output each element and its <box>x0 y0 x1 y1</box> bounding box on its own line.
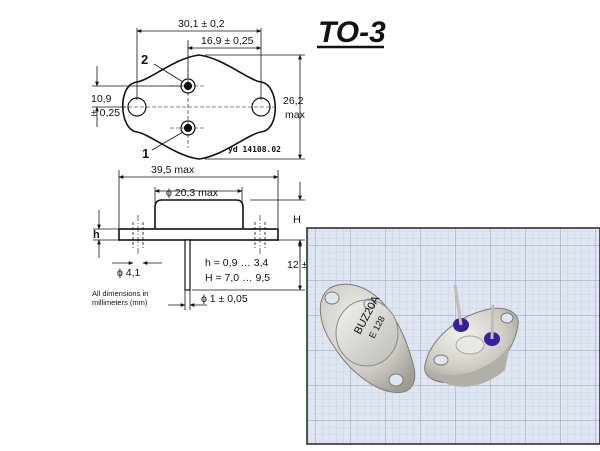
dim-text-height-2: max <box>285 109 306 121</box>
dim-text-hole-pitch: 30,1 ± 0,2 <box>178 18 225 30</box>
pin2-label: 2 <box>141 52 148 67</box>
drawing-code: yd 14108.02 <box>228 145 281 154</box>
back-cap-side <box>432 345 510 387</box>
transistor-front: BUZ20A E 128 <box>319 283 416 394</box>
photo-frame <box>306 227 600 445</box>
label-H: H <box>293 214 301 226</box>
dim-text-h-range: h = 0,9 … 3,4 <box>205 257 268 269</box>
dim-text-hole: ϕ 4,1 <box>117 267 141 279</box>
lead-side <box>184 239 191 291</box>
dim-text-cap-diameter: ϕ 20,3 max <box>166 187 219 199</box>
back-pin-1 <box>453 284 463 326</box>
back-pin-2 <box>490 304 495 340</box>
leader-pin2 <box>153 63 184 83</box>
dim-text-height-1: 26,2 <box>283 95 304 107</box>
dim-text-length: 39,5 max <box>151 164 195 176</box>
dim-text-pin-pitch: 16,9 ± 0,25 <box>201 35 254 47</box>
front-cap <box>335 299 399 367</box>
dim-text-pin-offset-2: ± 0,25 <box>91 107 120 119</box>
cap-outline <box>154 199 244 229</box>
note-line-1: All dimensions in <box>92 289 148 298</box>
package-title: TO-3 <box>318 16 386 49</box>
flange-outline <box>121 54 277 160</box>
leader-pin1 <box>151 131 184 151</box>
top-view-drawing <box>92 28 305 160</box>
transistor-back <box>424 284 519 387</box>
note-line-2: millimeters (mm) <box>92 298 148 307</box>
flange-side <box>118 228 279 241</box>
front-hole-bottom <box>388 373 404 387</box>
pin1-label: 1 <box>142 146 149 161</box>
side-view-drawing <box>93 170 305 310</box>
dim-text-H-range: H = 7,0 … 9,5 <box>205 272 270 284</box>
front-logo-icon <box>363 298 375 310</box>
front-hole-top <box>324 291 340 305</box>
back-hole-right <box>500 312 514 324</box>
back-hole-left <box>433 354 449 366</box>
back-centre-boss <box>455 335 485 355</box>
product-photo: BUZ20A E 128 <box>306 227 600 445</box>
dim-text-lead-diameter: ϕ 1 ± 0,05 <box>201 293 248 305</box>
dim-text-pin-offset-1: 10,9 <box>91 93 112 105</box>
label-h: h <box>93 229 100 241</box>
